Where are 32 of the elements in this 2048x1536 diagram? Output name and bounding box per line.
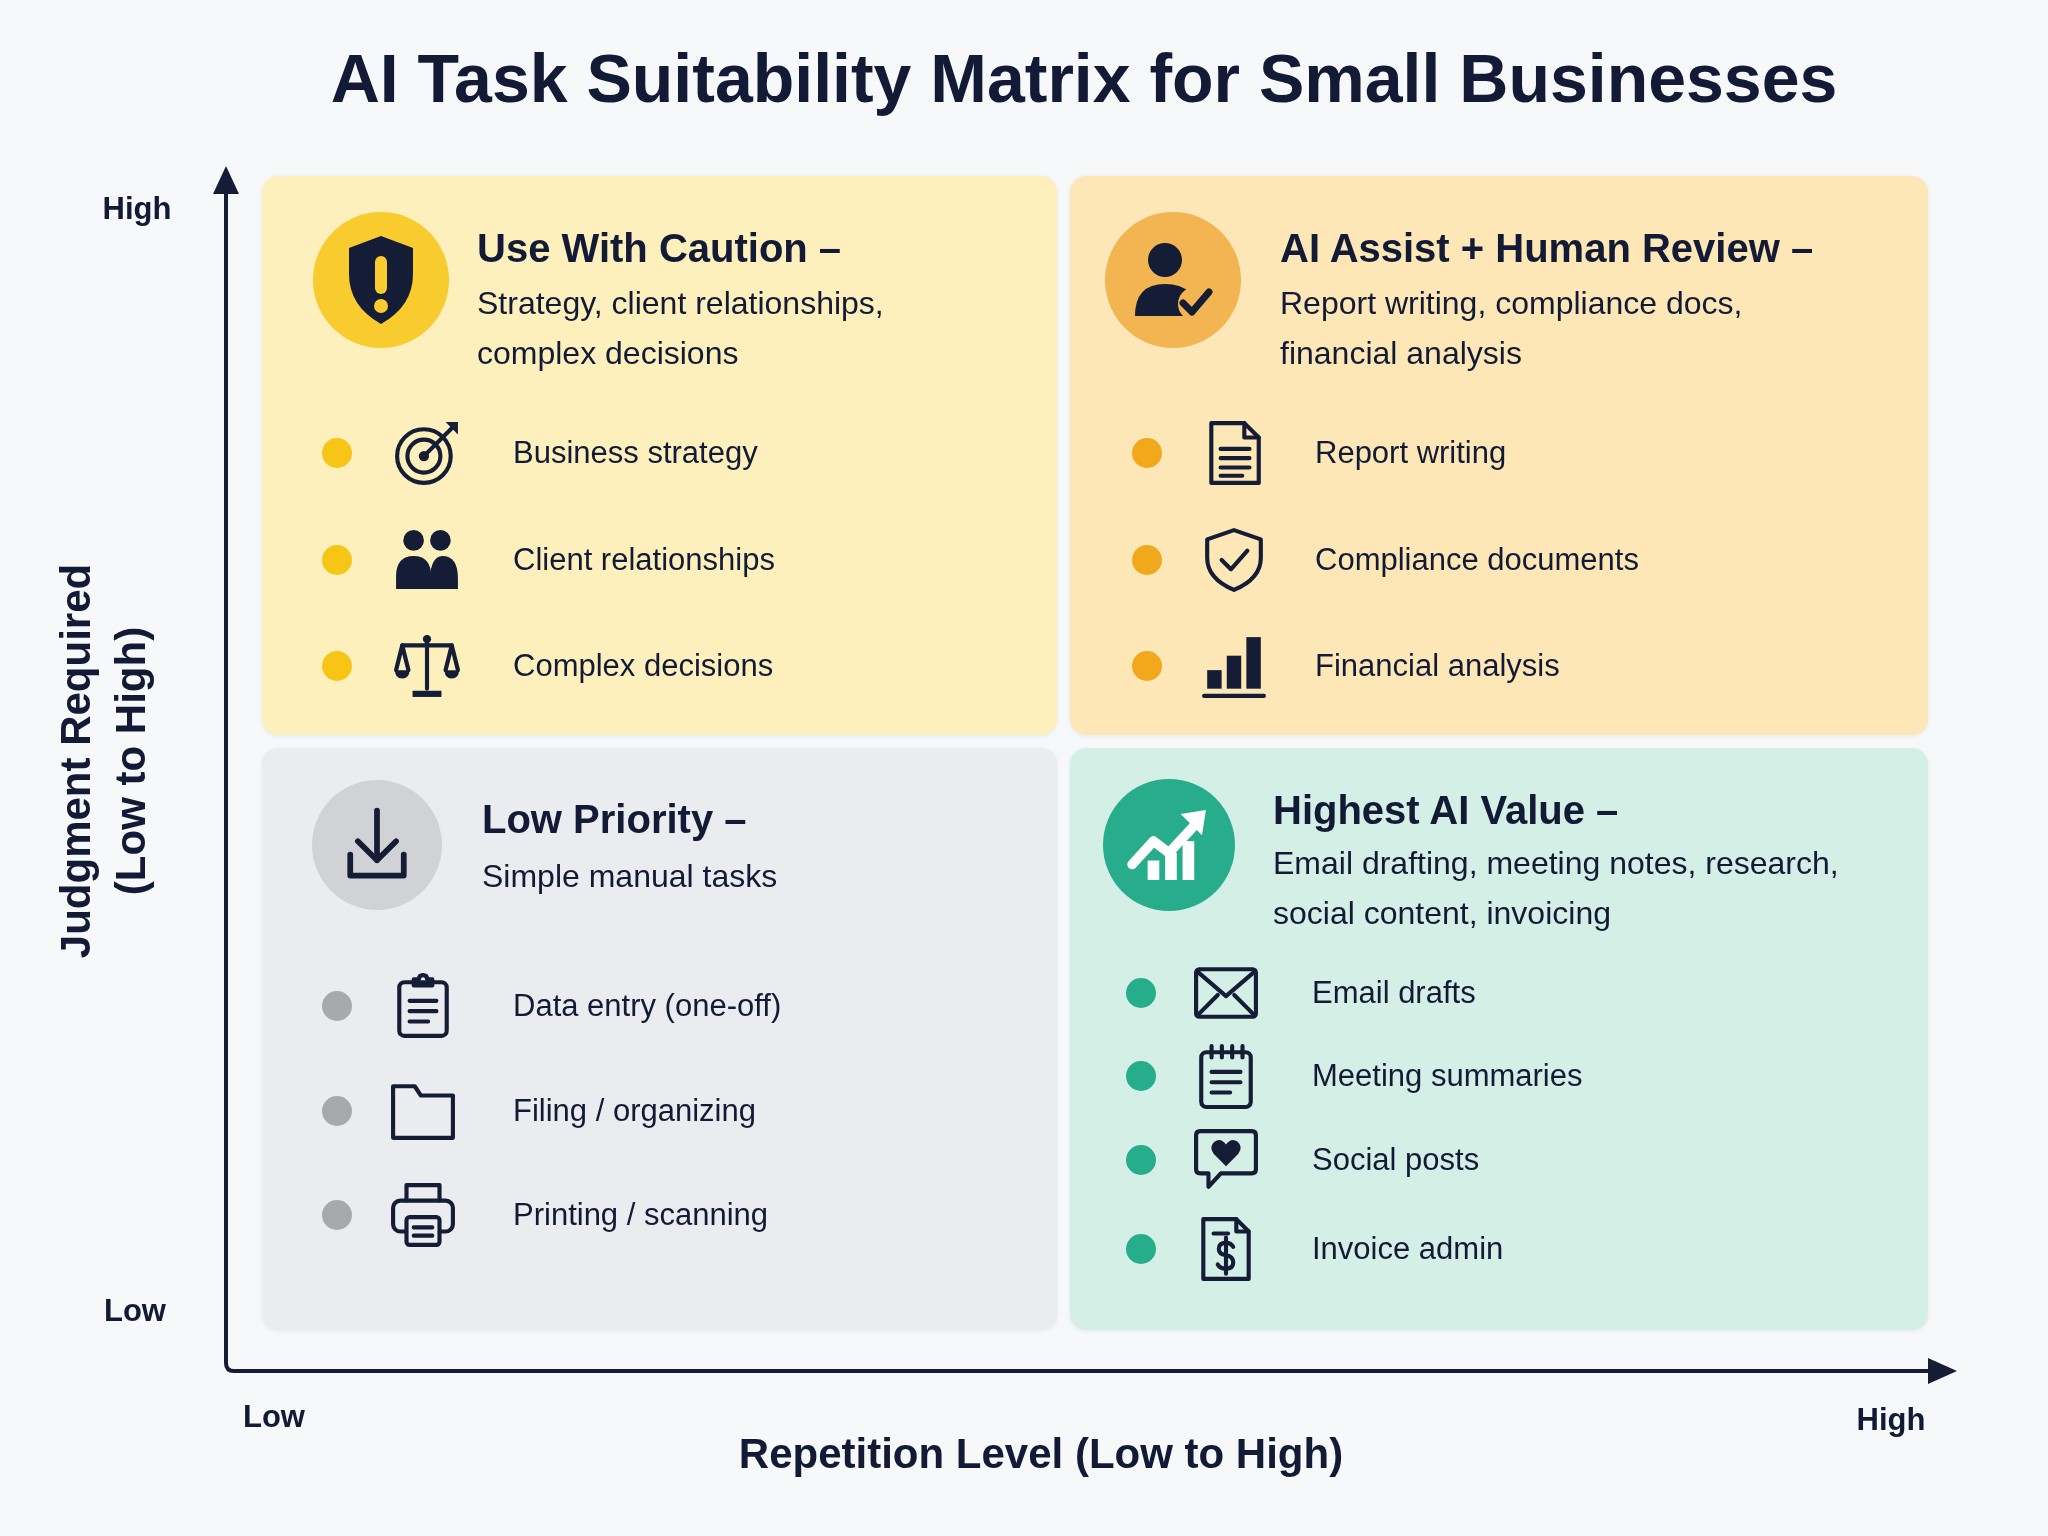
task-item: Data entry (one-off): [513, 987, 782, 1025]
quadrant-heading: Use With Caution –: [477, 225, 842, 272]
task-item: Filing / organizing: [513, 1092, 756, 1130]
axis-end-label: Low: [104, 1292, 166, 1330]
quadrant-panel: [262, 748, 1057, 1330]
quadrant-heading: Highest AI Value –: [1273, 787, 1619, 834]
axis-title: Judgment Required (Low to High): [51, 563, 155, 959]
task-item: Complex decisions: [513, 647, 774, 685]
task-item: Printing / scanning: [513, 1196, 769, 1234]
task-item: Client relationships: [513, 541, 775, 579]
task-item: Email drafts: [1312, 974, 1476, 1012]
axis-title: Repetition Level (Low to High): [738, 1428, 1344, 1479]
quadrant-description: Report writing, compliance docs, financial analysis: [1280, 284, 1744, 373]
task-item: Report writing: [1315, 434, 1507, 472]
task-item: Financial analysis: [1315, 647, 1560, 685]
task-item: Business strategy: [513, 434, 758, 472]
quadrant-panel: [1070, 748, 1928, 1330]
task-item: Invoice admin: [1312, 1230, 1504, 1268]
quadrant-description: Simple manual tasks: [482, 857, 779, 896]
quadrant-description: Strategy, client relationships, complex decisions: [477, 284, 885, 373]
task-item: Social posts: [1312, 1141, 1480, 1179]
quadrant-description: Email drafting, meeting notes, research, social content, invoicing: [1273, 844, 1840, 933]
axis-end-label: Low: [243, 1398, 305, 1436]
diagram-title: AI Task Suitability Matrix for Small Businesses: [330, 39, 1838, 118]
quadrant-panel: [262, 176, 1057, 735]
quadrant-heading: Low Priority –: [482, 796, 747, 843]
quadrant-heading: AI Assist + Human Review –: [1280, 225, 1814, 272]
quadrant-panel: [1070, 176, 1928, 735]
task-item: Compliance documents: [1315, 541, 1639, 579]
task-item: Meeting summaries: [1312, 1057, 1583, 1095]
axis-end-label: High: [102, 190, 172, 228]
axis-end-label: High: [1856, 1401, 1926, 1439]
